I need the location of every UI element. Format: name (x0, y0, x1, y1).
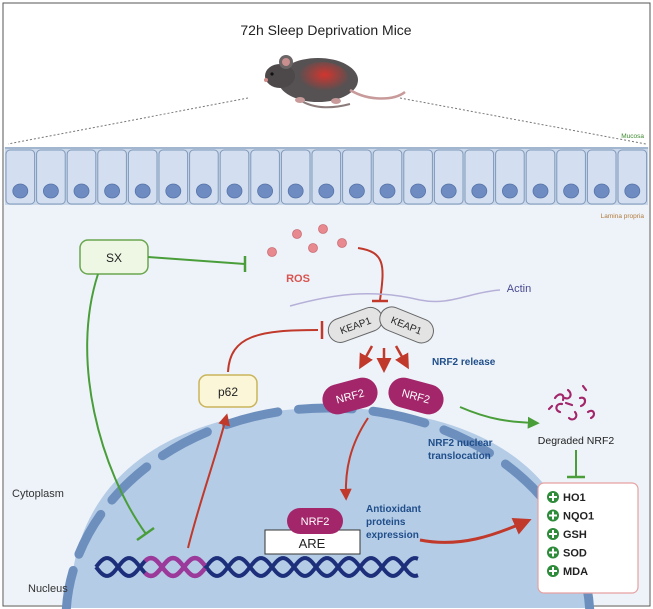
translocation-label-line2: translocation (428, 451, 491, 462)
p62-box (198, 374, 258, 408)
marker-item: NQO1 (547, 509, 594, 523)
epithelial-cell (97, 149, 127, 205)
degraded-nrf2-icon (547, 384, 596, 421)
marker-item: SOD (547, 546, 587, 560)
sx-label: SX (106, 251, 122, 265)
p62-expression-arrow (187, 413, 230, 549)
marker-label: GSH (563, 529, 587, 541)
nuclear-envelope-segment (107, 462, 152, 505)
nuclear-envelope-segment (368, 406, 430, 428)
epithelial-cell (36, 149, 66, 205)
antioxidant-line3: expression (366, 530, 419, 541)
keap1-left: KEAP1 (327, 306, 383, 343)
translocation-label-line1: NRF2 nuclear (428, 438, 493, 449)
lamina-propria-label: Lamina propria (601, 213, 645, 220)
title: 72h Sleep Deprivation Mice (240, 22, 411, 38)
nuclear-envelope-segment (74, 509, 106, 559)
ros-label: ROS (286, 273, 310, 285)
epithelial-cell (158, 149, 189, 205)
mucosa-label: Mucosa (621, 133, 644, 140)
ros-inhibits-keap1 (357, 247, 384, 301)
epithelial-cell (433, 149, 464, 205)
are-label: ARE (299, 536, 326, 551)
marker-label: SOD (563, 548, 587, 560)
nuclear-envelope-segment (439, 425, 494, 458)
nrf2-left: NRF2 (322, 377, 378, 415)
plus-icon-glyph (549, 511, 557, 520)
nrf2-release-label: NRF2 release (432, 357, 496, 368)
antioxidant-line2: proteins (366, 517, 406, 528)
epithelial-cell (66, 149, 97, 205)
zoom-line-right (399, 97, 647, 145)
gene-region (143, 555, 207, 579)
degraded-nrf2-label: Degraded NRF2 (538, 435, 615, 447)
dna-helix (94, 555, 419, 579)
keap1-right: KEAP1 (379, 306, 434, 344)
actin-filament (289, 289, 501, 307)
release-arrow (394, 345, 409, 370)
epithelial-cell (617, 149, 648, 205)
plus-icon-glyph (549, 548, 557, 557)
degradation-arrow (459, 406, 540, 429)
nrf2-nucleus-label: NRF2 (301, 516, 330, 528)
gene-region (143, 555, 207, 579)
zoom-line-left (7, 97, 249, 145)
marker-item: HO1 (547, 491, 586, 504)
marker-label: MDA (563, 566, 588, 578)
release-arrow (359, 345, 374, 370)
inhibit-bar (136, 526, 155, 542)
plus-icon-glyph (549, 567, 557, 575)
sx-inhibits-dna (86, 273, 147, 535)
epithelial-cell (403, 149, 433, 205)
epithelial-cell (311, 149, 342, 205)
nrf2-right: NRF2 (388, 377, 444, 415)
p62-inhibits-keap1 (227, 329, 319, 373)
epithelial-cell (5, 149, 36, 205)
epithelial-cell (250, 149, 280, 205)
nucleus-label: Nucleus (28, 583, 68, 595)
epithelial-cell (495, 149, 525, 205)
nrf2-nucleus (287, 508, 343, 534)
nuclear-envelope-segment (157, 427, 212, 461)
ros-cluster (267, 224, 347, 257)
nuclear-envelope-segment (61, 566, 78, 609)
markers-box (537, 482, 639, 594)
epithelial-cell (464, 149, 495, 205)
mouse-icon (264, 55, 406, 109)
expression-arrow (419, 518, 532, 544)
sx-inhibits-ros (147, 256, 246, 265)
epithelial-cell (280, 149, 311, 205)
marker-item: GSH (547, 528, 587, 541)
p62-label: p62 (218, 385, 238, 399)
epithelial-cell (219, 149, 250, 205)
antioxidant-line1: Antioxidant (366, 504, 422, 515)
cytoplasm-label: Cytoplasm (12, 488, 64, 500)
epithelial-cell (586, 149, 617, 205)
epithelial-cell (556, 149, 586, 205)
translocation-arrow (339, 417, 369, 501)
epithelial-cell (342, 149, 372, 205)
marker-item: MDA (547, 565, 588, 578)
marker-label: NQO1 (563, 511, 594, 523)
plus-icon-glyph (549, 530, 557, 538)
marker-label: HO1 (563, 492, 586, 504)
epithelial-cell (372, 149, 403, 205)
actin-label: Actin (507, 283, 531, 295)
epithelial-cell (127, 149, 158, 205)
epithelial-layer (5, 147, 648, 205)
plus-icon-glyph (549, 493, 557, 501)
epithelial-cell (189, 149, 219, 205)
epithelial-cell (525, 149, 556, 205)
